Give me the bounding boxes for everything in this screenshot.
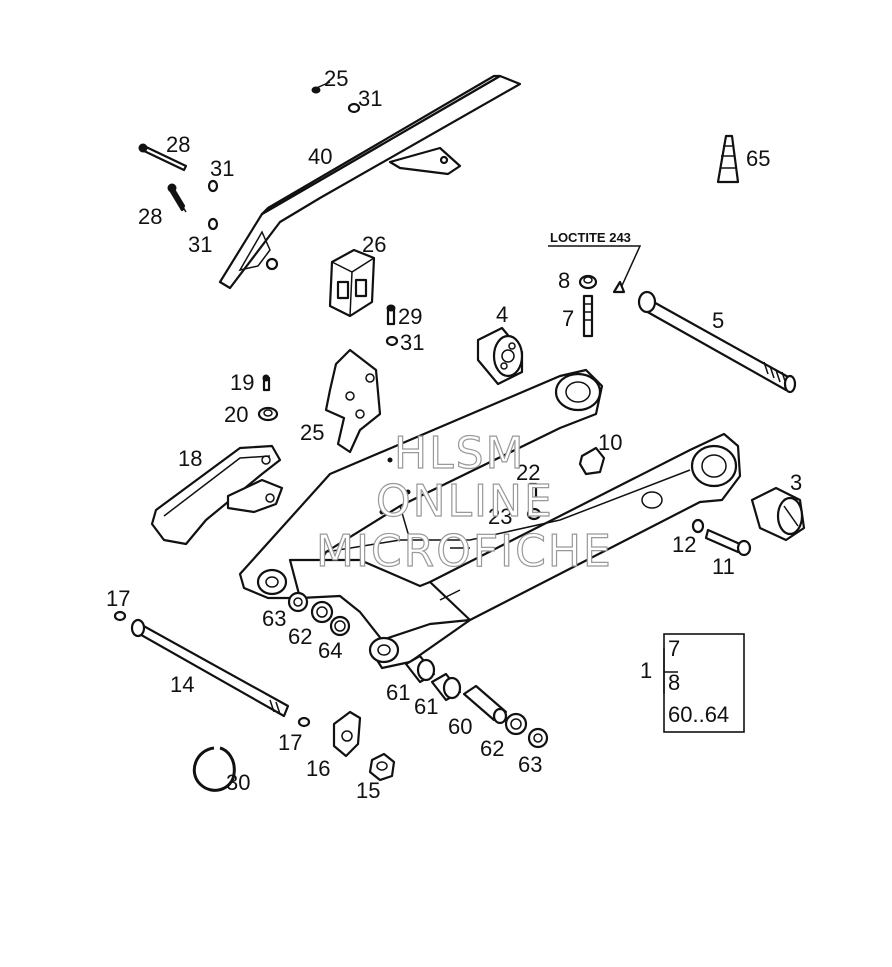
- label-1: 1: [640, 658, 652, 683]
- sleeve-60[interactable]: [462, 684, 508, 725]
- rear-axle-5[interactable]: [637, 290, 797, 394]
- label-19: 19: [230, 370, 254, 395]
- label-17-b: 17: [278, 730, 302, 755]
- label-31-c: 31: [188, 232, 212, 257]
- nut-17-b[interactable]: [297, 716, 311, 728]
- label-40: 40: [308, 144, 332, 169]
- screw-22[interactable]: [528, 482, 538, 502]
- label-30: 30: [226, 770, 250, 795]
- label-64: 64: [318, 638, 342, 663]
- nut-8[interactable]: [578, 274, 598, 290]
- watermark-line-3: MICROFICHE: [316, 526, 613, 577]
- watermark-line-1: HLSM: [394, 428, 526, 479]
- bolt-28-upper[interactable]: [138, 143, 188, 172]
- label-31-b: 31: [210, 156, 234, 181]
- callout-labels: 25 31 28 31 40 28 31 26 65 LOCTITE 243 8…: [106, 66, 802, 803]
- nut-17-a[interactable]: [113, 610, 127, 622]
- label-3: 3: [790, 470, 802, 495]
- watermark: HLSM ONLINE MICROFICHE: [315, 427, 613, 577]
- label-17-a: 17: [106, 586, 130, 611]
- washer-31-b[interactable]: [207, 179, 219, 193]
- label-65: 65: [746, 146, 770, 171]
- washer-12[interactable]: [691, 518, 705, 534]
- label-28-b: 28: [138, 204, 162, 229]
- label-18: 18: [178, 446, 202, 471]
- label-23: 23: [488, 504, 512, 529]
- ring-62-b[interactable]: [504, 712, 528, 736]
- bolt-28-lower[interactable]: [167, 183, 187, 213]
- label-16: 16: [306, 756, 330, 781]
- slider-block-26[interactable]: [328, 248, 376, 318]
- plate-16[interactable]: [332, 710, 362, 758]
- seal-63-b[interactable]: [527, 727, 549, 749]
- label-28-a: 28: [166, 132, 190, 157]
- kit-item-7: 7: [668, 636, 680, 661]
- seal-63-a[interactable]: [287, 591, 309, 613]
- screw-25-top[interactable]: [311, 81, 331, 94]
- label-25: 25: [300, 420, 324, 445]
- ring-62-a[interactable]: [310, 600, 334, 624]
- watermark-line-2: ONLINE: [376, 476, 554, 527]
- washer-31-d[interactable]: [385, 335, 399, 347]
- label-14: 14: [170, 672, 194, 697]
- label-15: 15: [356, 778, 380, 803]
- loctite-label: LOCTITE 243: [550, 230, 631, 245]
- nut-15[interactable]: [368, 752, 396, 782]
- label-31-d: 31: [400, 330, 424, 355]
- washer-31-top[interactable]: [347, 102, 361, 114]
- washer-31-c[interactable]: [207, 217, 219, 231]
- bolt-19[interactable]: [262, 374, 271, 392]
- bearing-61-b[interactable]: [430, 672, 462, 702]
- stud-7[interactable]: [582, 294, 594, 338]
- bearing-61-a[interactable]: [404, 654, 436, 684]
- chain-slider-18[interactable]: [150, 444, 284, 546]
- swing-arm[interactable]: [238, 368, 742, 670]
- washer-20[interactable]: [257, 406, 279, 422]
- label-63-b: 63: [518, 752, 542, 777]
- label-5: 5: [712, 308, 724, 333]
- label-62-a: 62: [288, 624, 312, 649]
- bolt-29[interactable]: [386, 304, 396, 326]
- label-20: 20: [224, 402, 248, 427]
- label-29: 29: [398, 304, 422, 329]
- nut-23[interactable]: [526, 507, 542, 521]
- kit-item-60-64: 60..64: [668, 702, 729, 727]
- kit-item-8: 8: [668, 670, 680, 695]
- sleeve-65[interactable]: [716, 134, 740, 184]
- label-4: 4: [496, 302, 508, 327]
- nut-10[interactable]: [578, 446, 606, 476]
- label-11: 11: [712, 554, 735, 579]
- label-10: 10: [598, 430, 622, 455]
- label-25-top: 25: [324, 66, 348, 91]
- label-62-b: 62: [480, 736, 504, 761]
- label-61-b: 61: [414, 694, 438, 719]
- label-8: 8: [558, 268, 570, 293]
- chain-guard-part[interactable]: [218, 74, 522, 290]
- bracket-25[interactable]: [324, 348, 382, 454]
- label-63-a: 63: [262, 606, 286, 631]
- label-61-a: 61: [386, 680, 410, 705]
- label-7: 7: [562, 306, 574, 331]
- label-12: 12: [672, 532, 696, 557]
- ring-64[interactable]: [329, 615, 351, 637]
- loctite-leader: [548, 245, 642, 294]
- circlip-30[interactable]: [192, 746, 236, 792]
- bolt-11[interactable]: [704, 528, 752, 557]
- label-31-a: 31: [358, 86, 382, 111]
- eccentric-3[interactable]: [750, 486, 806, 542]
- label-60: 60: [448, 714, 472, 739]
- pivot-shaft-14[interactable]: [130, 618, 290, 718]
- eccentric-4[interactable]: [476, 326, 524, 386]
- label-26: 26: [362, 232, 386, 257]
- kit-box: [663, 633, 745, 733]
- label-22: 22: [516, 460, 540, 485]
